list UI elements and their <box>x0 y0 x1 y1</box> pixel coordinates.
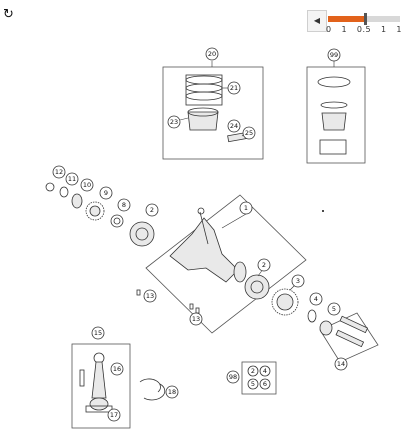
callout-99[interactable]: 99 <box>327 48 341 62</box>
zoom-tick-labels: 0 1 0.5 1 1 <box>326 25 402 34</box>
svg-text:2: 2 <box>262 261 266 269</box>
svg-text:24: 24 <box>230 122 238 130</box>
piston-icon <box>187 107 219 131</box>
zoom-slider-track[interactable] <box>328 13 400 25</box>
washer-right-icon <box>307 309 333 336</box>
callout-13[interactable]: 13 <box>143 289 157 303</box>
callout-14[interactable]: 14 <box>334 357 348 371</box>
kit-number-box <box>241 361 277 395</box>
crankshaft-icon <box>169 207 247 283</box>
zoom-tick: 0 <box>326 25 332 34</box>
triangle-left-icon[interactable]: ◀ <box>307 10 327 32</box>
callout-8[interactable]: 8 <box>117 198 131 212</box>
refresh-icon[interactable]: ↻ <box>3 7 14 22</box>
callout-20[interactable]: 20 <box>205 47 219 61</box>
svg-text:16: 16 <box>113 365 121 373</box>
svg-text:9: 9 <box>104 189 108 197</box>
svg-text:8: 8 <box>122 201 126 209</box>
callout-11[interactable]: 11 <box>65 172 79 186</box>
kit-item-5[interactable]: 5 <box>247 378 259 390</box>
conrod-group-box <box>71 343 131 429</box>
svg-text:5: 5 <box>251 380 255 388</box>
spacer-icon <box>110 214 124 228</box>
callout-15[interactable]: 15 <box>91 326 105 340</box>
gear-right-icon <box>271 288 299 316</box>
svg-text:3: 3 <box>296 277 300 285</box>
svg-text:13: 13 <box>146 292 154 300</box>
zoom-tick: 0.5 <box>356 25 372 34</box>
svg-text:15: 15 <box>94 329 102 337</box>
svg-text:20: 20 <box>208 50 216 58</box>
callout-21[interactable]: 21 <box>227 81 241 95</box>
marker-dot <box>322 210 324 212</box>
crankshaft-group-box <box>145 194 307 334</box>
piston-kit-icon <box>317 76 351 155</box>
callout-24[interactable]: 24 <box>227 119 241 133</box>
bearing-shells-icon <box>139 378 166 401</box>
kit-item-6[interactable]: 6 <box>259 378 271 390</box>
zoom-tick: 1 <box>396 25 402 34</box>
svg-text:2: 2 <box>150 206 154 214</box>
zoom-slider-fill <box>328 16 366 22</box>
svg-text:23: 23 <box>170 118 178 126</box>
callout-2[interactable]: 2 <box>257 258 271 272</box>
callout-4[interactable]: 4 <box>309 292 323 306</box>
bearing-icon <box>129 221 155 247</box>
svg-text:6: 6 <box>263 380 267 388</box>
svg-text:10: 10 <box>83 181 91 189</box>
callout-2[interactable]: 2 <box>145 203 159 217</box>
callout-10[interactable]: 10 <box>80 178 94 192</box>
kit-item-2[interactable]: 2 <box>247 365 259 377</box>
washer-stack-icon <box>45 182 83 209</box>
piston-group-box <box>162 66 264 160</box>
callout-13[interactable]: 13 <box>189 312 203 326</box>
zoom-slider-thumb[interactable] <box>364 13 368 25</box>
svg-text:4: 4 <box>314 295 318 303</box>
svg-text:98: 98 <box>229 373 237 381</box>
callout-98[interactable]: 98 <box>226 370 240 384</box>
callout-25[interactable]: 25 <box>242 126 256 140</box>
svg-text:4: 4 <box>263 367 267 375</box>
svg-text:5: 5 <box>332 305 336 313</box>
gear-icon <box>85 201 105 221</box>
svg-text:99: 99 <box>330 51 338 59</box>
callout-23[interactable]: 23 <box>167 115 181 129</box>
callout-1[interactable]: 1 <box>239 201 253 215</box>
bolts-icon <box>335 315 369 348</box>
svg-text:21: 21 <box>230 84 238 92</box>
svg-text:25: 25 <box>245 129 253 137</box>
bearing-right-icon <box>244 274 270 300</box>
conrod-icon <box>79 352 113 413</box>
callout-5[interactable]: 5 <box>327 302 341 316</box>
svg-text:2: 2 <box>251 367 255 375</box>
svg-text:12: 12 <box>55 168 63 176</box>
callout-17[interactable]: 17 <box>107 408 121 422</box>
callout-18[interactable]: 18 <box>165 385 179 399</box>
svg-text:11: 11 <box>68 175 76 183</box>
zoom-tick: 1 <box>380 25 387 34</box>
svg-text:17: 17 <box>110 411 118 419</box>
svg-text:1: 1 <box>244 204 248 212</box>
callout-9[interactable]: 9 <box>99 186 113 200</box>
svg-text:18: 18 <box>168 388 176 396</box>
piston-kit-box <box>306 66 366 164</box>
piston-rings-icon <box>185 74 223 106</box>
zoom-control[interactable]: ◀ 0 1 0.5 1 1 <box>307 10 402 36</box>
svg-text:14: 14 <box>337 360 345 368</box>
callout-12[interactable]: 12 <box>52 165 66 179</box>
kit-item-4[interactable]: 4 <box>259 365 271 377</box>
callout-3[interactable]: 3 <box>291 274 305 288</box>
zoom-tick: 1 <box>341 25 348 34</box>
callout-16[interactable]: 16 <box>110 362 124 376</box>
svg-text:13: 13 <box>192 315 200 323</box>
